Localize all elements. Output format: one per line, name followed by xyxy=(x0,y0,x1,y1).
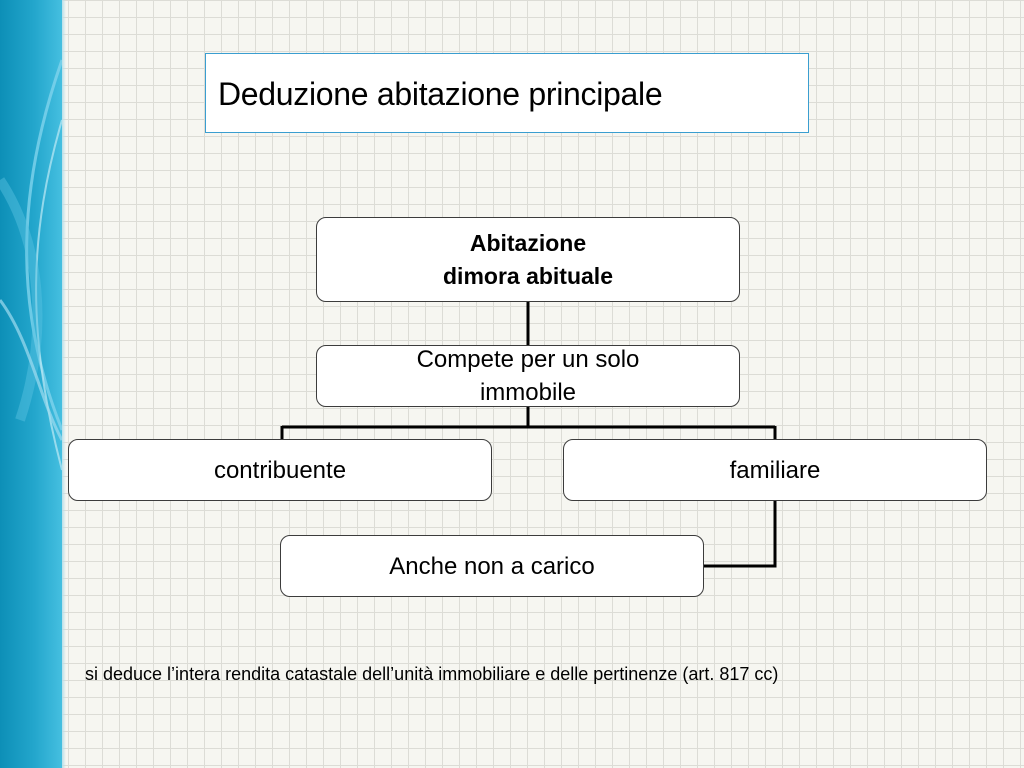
slide-title: Deduzione abitazione principale xyxy=(218,76,663,112)
connector-familiare-to-anche xyxy=(704,501,777,568)
node-compete-solo-immobile: Compete per un solo immobile xyxy=(316,345,740,407)
node-contribuente: contribuente xyxy=(68,439,492,501)
node-familiare: familiare xyxy=(563,439,987,501)
title-box: Deduzione abitazione principale xyxy=(205,53,809,133)
node-familiare-label: familiare xyxy=(729,456,821,484)
node-abitazione-dimora-abituale: Abitazione dimora abituale xyxy=(316,217,740,302)
node-anche-non-a-carico: Anche non a carico xyxy=(280,535,704,597)
node-anche-label: Anche non a carico xyxy=(389,552,595,580)
band-swoosh-graphic xyxy=(0,59,62,471)
node-compete-label: Compete per un solo immobile xyxy=(416,346,640,406)
band-edge-shadow xyxy=(62,0,66,768)
footnote-text: si deduce l’intera rendita catastale del… xyxy=(85,664,779,684)
node-root-label: Abitazione dimora abituale xyxy=(443,229,613,289)
node-contribuente-label: contribuente xyxy=(213,456,347,484)
decorative-side-band xyxy=(0,0,62,768)
